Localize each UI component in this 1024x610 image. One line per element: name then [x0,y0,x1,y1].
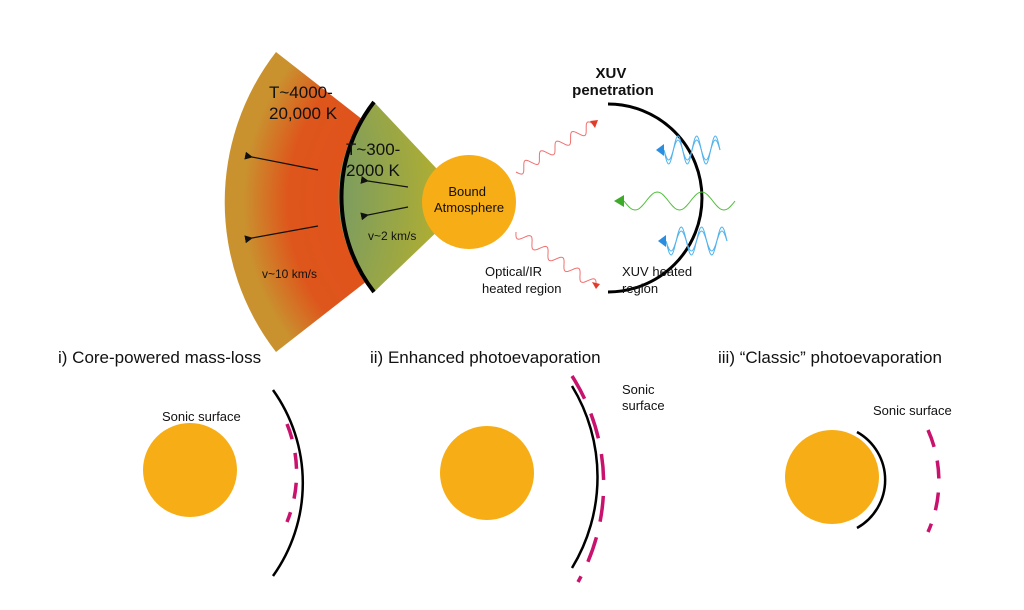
panel-enhanced-photoevaporation: ii) Enhanced photoevaporation Sonic surf… [370,348,665,583]
xuv-wave [623,191,736,211]
sonic-surface-label: Sonic surface [162,409,241,424]
optical-ir-arrowhead [592,282,600,289]
xuv-heated-label: XUV heated region [622,264,696,296]
inner-flow-arrow [360,176,409,188]
planet [785,430,879,524]
panel-classic-photoevaporation: iii) “Classic” photoevaporation Sonic su… [718,348,952,533]
panel-title: iii) “Classic” photoevaporation [718,348,942,367]
xuv-wave [665,230,728,252]
sonic-surface-label: Sonic surface [873,403,952,418]
xuv-arrowhead [614,195,624,207]
outer-temperature-label: T~4000- 20,000 K [269,83,338,123]
inner-flow-arrow [360,206,409,221]
sonic-surface-arc [285,423,299,523]
inner-boundary-arc [339,100,376,294]
sonic-surface-arc [570,375,606,583]
bound-atmosphere-planet [422,155,516,249]
sonic-surface-arc [926,429,941,533]
inner-heated-wedge [338,102,468,292]
optical-ir-wave [515,121,595,175]
xuv-wave [663,139,721,161]
panel-title: ii) Enhanced photoevaporation [370,348,601,367]
atmosphere-boundary-arc [570,385,599,569]
xuv-penetration-arc [607,102,704,294]
panel-core-powered: i) Core-powered mass-loss Sonic surface [58,348,304,577]
atmosphere-boundary-arc [856,430,887,530]
atmosphere-boundary-arc [271,389,304,577]
inner-temperature-label: T~300- 2000 K [346,140,405,180]
outer-flow-arrow [244,151,319,171]
inner-velocity-label: v~2 km/s [368,229,416,243]
panel-title: i) Core-powered mass-loss [58,348,261,367]
top-diagram: Bound Atmosphere T~4000- 20,000 K T~300-… [224,52,736,352]
planet [440,426,534,520]
xuv-arrowhead [658,235,666,247]
sonic-surface-label: Sonic surface [622,382,665,413]
xuv-arrowhead [656,144,664,156]
outer-velocity-label: v~10 km/s [262,267,317,281]
xuv-penetration-title: XUV penetration [572,65,654,99]
outer-flow-arrow [244,225,319,244]
planet [143,423,237,517]
planet-label: Bound Atmosphere [434,184,504,215]
optical-ir-wave [515,231,597,287]
optical-ir-arrowhead [590,120,598,128]
optical-ir-label: Optical/IR heated region [482,264,562,296]
